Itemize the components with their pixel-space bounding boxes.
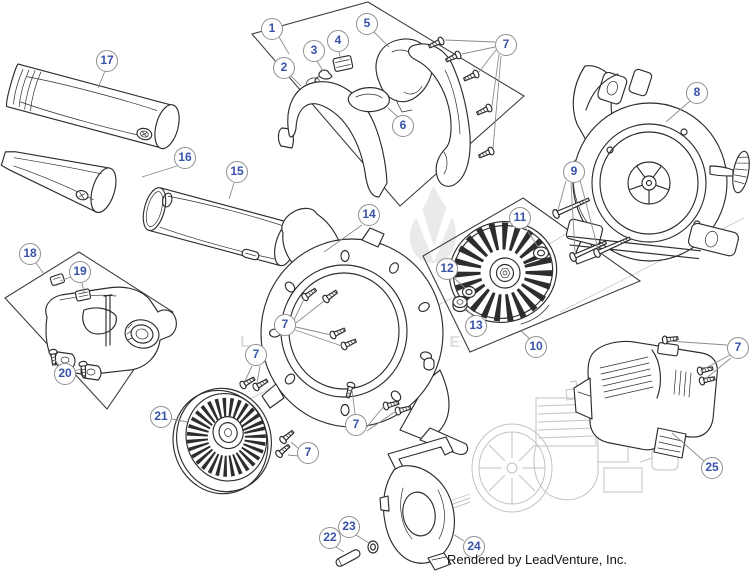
part-12-washer bbox=[461, 285, 477, 299]
callout-23[interactable]: 23 bbox=[338, 516, 360, 538]
callout-8[interactable]: 8 bbox=[686, 82, 708, 104]
callout-22[interactable]: 22 bbox=[319, 527, 341, 549]
part-17-upper-tube bbox=[6, 63, 180, 150]
callout-7[interactable]: 7 bbox=[297, 442, 319, 464]
part-4-switch-block bbox=[332, 55, 354, 72]
footer-credit: Rendered by LeadVenture, Inc. bbox=[447, 552, 627, 567]
callout-12[interactable]: 12 bbox=[436, 258, 458, 280]
part-18-fuel-tank bbox=[45, 286, 177, 381]
part-24-starter-cover bbox=[379, 436, 455, 571]
engine-reference-ghost bbox=[425, 380, 679, 520]
part-10-flywheel bbox=[448, 221, 558, 325]
part-6-trigger bbox=[347, 87, 390, 113]
callout-19[interactable]: 19 bbox=[69, 261, 91, 283]
callout-24[interactable]: 24 bbox=[463, 536, 485, 558]
callout-21[interactable]: 21 bbox=[150, 406, 172, 428]
callout-7[interactable]: 7 bbox=[345, 414, 367, 436]
callout-7[interactable]: 7 bbox=[727, 337, 749, 359]
part-13-nut bbox=[452, 295, 468, 313]
callout-15[interactable]: 15 bbox=[226, 161, 248, 183]
part-11-washer bbox=[532, 246, 550, 260]
part-19-clips bbox=[49, 273, 92, 302]
part-1-handle-right-shell bbox=[407, 43, 471, 187]
callout-16[interactable]: 16 bbox=[174, 147, 196, 169]
part-21-fan-guard bbox=[172, 387, 272, 495]
callout-7[interactable]: 7 bbox=[495, 34, 517, 56]
handle-assembly-box bbox=[251, 1, 525, 207]
watermark-flame-logo bbox=[410, 186, 456, 263]
callout-18[interactable]: 18 bbox=[19, 243, 41, 265]
part-23-washer bbox=[367, 540, 379, 554]
callout-4[interactable]: 4 bbox=[327, 30, 349, 52]
callout-14[interactable]: 14 bbox=[358, 204, 380, 226]
callout-leader-lines bbox=[35, 31, 732, 553]
callout-11[interactable]: 11 bbox=[509, 207, 531, 229]
callout-17[interactable]: 17 bbox=[96, 50, 118, 72]
callout-7[interactable]: 7 bbox=[274, 314, 296, 336]
callout-5[interactable]: 5 bbox=[356, 13, 378, 35]
part-22-pin bbox=[335, 549, 361, 567]
part-25-engine-cover bbox=[573, 340, 718, 459]
callout-25[interactable]: 25 bbox=[701, 457, 723, 479]
callout-7[interactable]: 7 bbox=[245, 344, 267, 366]
part-15-lower-tube bbox=[142, 187, 298, 267]
part-16-nozzle bbox=[0, 151, 117, 214]
part-8-blower-housing bbox=[565, 65, 750, 265]
callout-10[interactable]: 10 bbox=[525, 336, 547, 358]
callout-2[interactable]: 2 bbox=[273, 57, 295, 79]
part-3-clip bbox=[314, 69, 333, 83]
callout-13[interactable]: 13 bbox=[465, 315, 487, 337]
fuel-tank-assembly-box bbox=[4, 251, 174, 410]
callout-6[interactable]: 6 bbox=[392, 115, 414, 137]
callout-3[interactable]: 3 bbox=[303, 40, 325, 62]
callout-1[interactable]: 1 bbox=[261, 18, 283, 40]
callout-9[interactable]: 9 bbox=[563, 161, 585, 183]
callout-20[interactable]: 20 bbox=[54, 363, 76, 385]
